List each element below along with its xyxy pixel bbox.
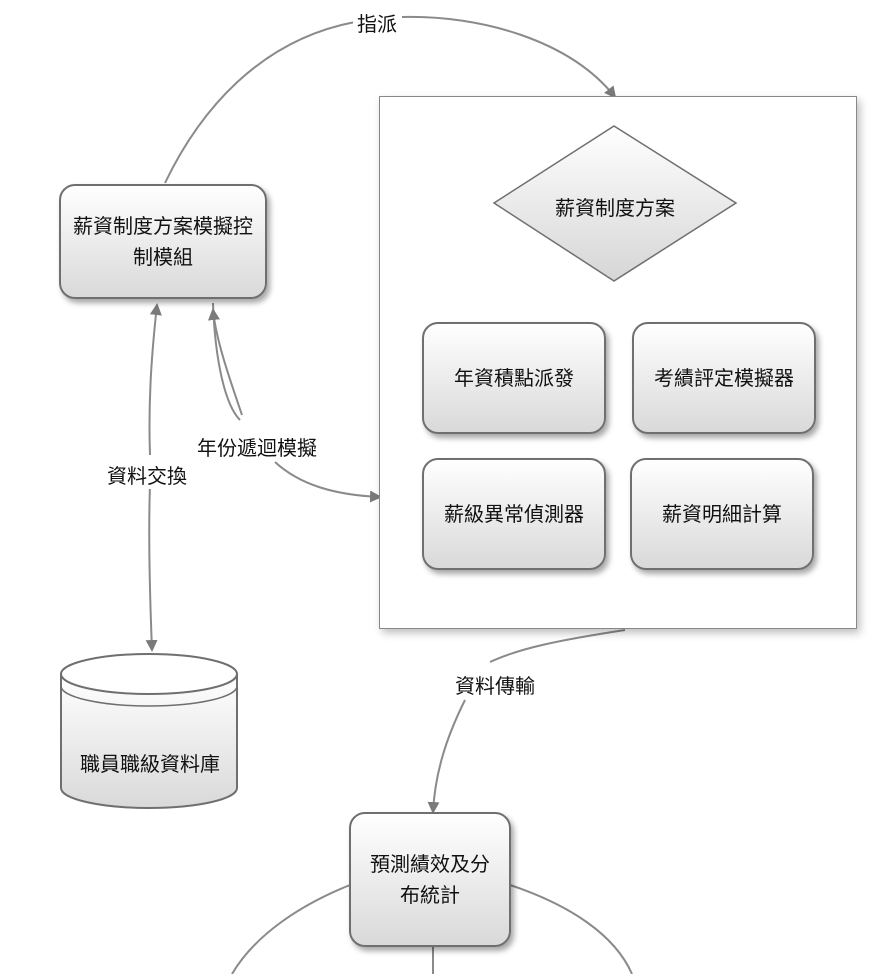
label-year-loop: 年份遞迴模擬: [193, 432, 321, 461]
node-database-label: 職員職級資料庫: [80, 752, 220, 776]
node-anomaly[interactable]: 薪級異常偵測器: [422, 458, 606, 570]
node-seniority[interactable]: 年資積點派發: [422, 322, 606, 434]
edge-assign: [164, 15, 615, 184]
node-seniority-label: 年資積點派發: [454, 365, 574, 390]
label-assign: 指派: [353, 8, 401, 37]
node-salary-calc[interactable]: 薪資明細計算: [630, 458, 814, 570]
label-data-exchange: 資料交換: [103, 460, 191, 489]
node-control-module-label: 薪資制度方案模擬控制模組: [73, 213, 253, 269]
node-database-cylinder[interactable]: [58, 650, 242, 812]
edge-year-loop: [212, 302, 380, 497]
edge-data-transfer: [433, 629, 626, 812]
node-control-module[interactable]: 薪資制度方案模擬控制模組: [59, 184, 267, 299]
node-performance[interactable]: 考績評定模擬器: [632, 322, 816, 434]
label-data-transfer: 資料傳輸: [451, 670, 539, 699]
node-performance-label: 考績評定模擬器: [654, 365, 794, 390]
node-scheme-diamond[interactable]: [490, 124, 740, 284]
node-forecast[interactable]: 預測績效及分布統計: [349, 812, 511, 947]
node-forecast-label: 預測績效及分布統計: [370, 851, 490, 907]
node-salary-calc-label: 薪資明細計算: [662, 501, 782, 526]
node-anomaly-label: 薪級異常偵測器: [444, 501, 584, 526]
node-scheme-label: 薪資制度方案: [555, 196, 675, 220]
edge-data-exchange: [148, 303, 162, 456]
